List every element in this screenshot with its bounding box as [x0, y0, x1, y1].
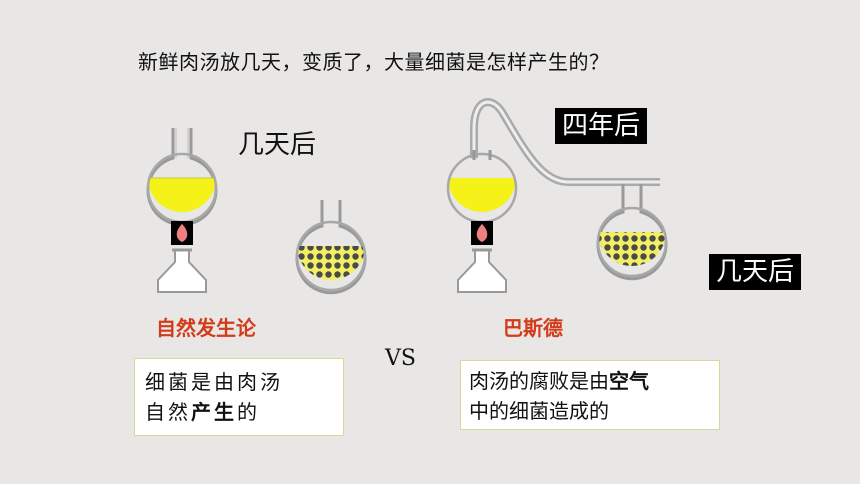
spontaneous-word-natural: 自然: [145, 400, 191, 424]
spontaneous-word-produce: 产生: [191, 400, 237, 424]
theory-pasteur: 巴斯德: [503, 316, 563, 340]
right-time-label-days: 几天后: [709, 254, 802, 290]
spontaneous-line-2: 自然产生的: [145, 397, 333, 427]
right-time-label-four-years: 四年后: [555, 108, 648, 144]
left-flask-spoiled: [295, 200, 367, 295]
pasteur-word-air: 空气: [609, 369, 649, 393]
right-flask-spoiled: [596, 184, 668, 281]
left-time-label: 几天后: [238, 130, 317, 160]
pasteur-line-1: 肉汤的腐败是由空气: [469, 366, 711, 396]
spontaneous-explanation-box: 细菌是由肉汤 自然产生的: [134, 358, 344, 436]
theory-spontaneous-generation: 自然发生论: [156, 316, 256, 340]
right-swan-flask: [446, 98, 660, 224]
pasteur-line-2: 中的细菌造成的: [469, 399, 609, 423]
left-burner: [157, 221, 207, 293]
pasteur-line-1-text: 肉汤的腐败是由: [469, 369, 609, 393]
pasteur-explanation-box: 肉汤的腐败是由空气 中的细菌造成的: [460, 360, 720, 430]
left-flask-fresh: [146, 128, 218, 227]
question-text: 新鲜肉汤放几天，变质了，大量细菌是怎样产生的？: [138, 50, 610, 74]
versus-label: VS: [385, 346, 416, 371]
spontaneous-word-de: 的: [237, 400, 260, 424]
spontaneous-line-1: 细菌是由肉汤: [145, 370, 283, 394]
right-burner: [457, 221, 507, 293]
